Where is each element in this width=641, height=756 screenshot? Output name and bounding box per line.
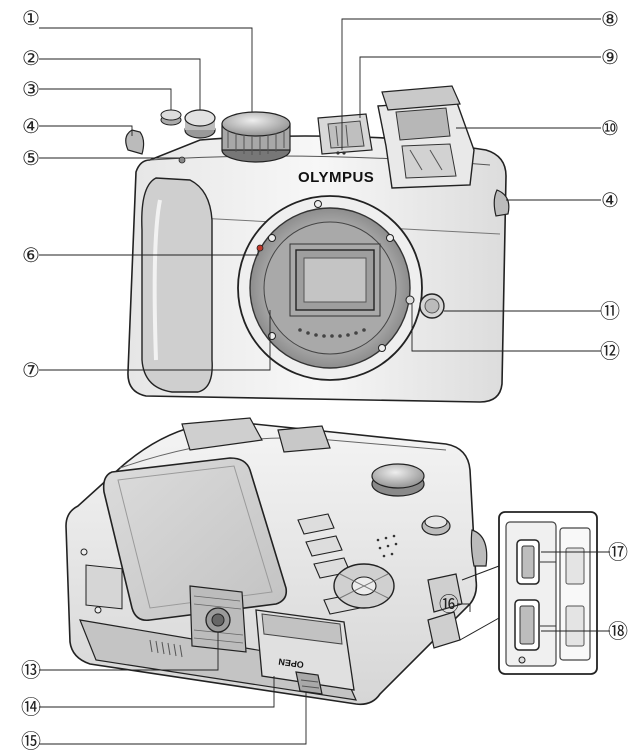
tripod-socket xyxy=(189,585,247,653)
front-view: OLYMPUS xyxy=(125,85,510,403)
strap-eyelet-back xyxy=(470,529,488,567)
callout-13: ⑬ xyxy=(21,658,41,682)
inset-pointer-bottom xyxy=(459,617,500,641)
callout-12: ⑫ xyxy=(600,339,620,363)
mode-dial xyxy=(221,111,291,163)
shutter-button xyxy=(184,109,216,139)
back-shutter-button xyxy=(421,515,451,536)
leader-16 xyxy=(457,603,471,612)
callout-9: ⑨ xyxy=(601,45,619,69)
self-timer-lamp xyxy=(178,156,186,164)
callout-8: ⑧ xyxy=(601,7,619,31)
strap-eyelet-right xyxy=(493,189,510,217)
lens-lock-pin xyxy=(405,295,415,305)
grip xyxy=(141,177,213,393)
lcd-monitor xyxy=(102,457,288,622)
brand-wordmark: OLYMPUS xyxy=(298,169,374,186)
leader-8 xyxy=(341,18,601,150)
callouts: ① ② ③ ④ ④ ⑤ ⑥ ⑦ ⑧ ⑨ ⑩ ⑪ ⑫ ⑬ ⑭ ⑮ ⑯ ⑰ ⑱ xyxy=(21,6,628,753)
leader-6 xyxy=(39,250,259,256)
lens-release-button xyxy=(419,293,445,319)
flash-unit xyxy=(377,85,475,189)
callout-2: ② xyxy=(22,46,40,70)
callout-7: ⑦ xyxy=(22,358,40,382)
grip-highlight xyxy=(152,199,162,361)
leader-14 xyxy=(39,676,275,708)
back-view: OPEN xyxy=(65,417,488,706)
microphone xyxy=(336,151,346,155)
leader-13 xyxy=(39,632,219,671)
leader-2 xyxy=(39,58,201,110)
leader-3 xyxy=(39,88,172,110)
strap-eyelet-left xyxy=(125,129,145,155)
callout-18: ⑱ xyxy=(608,619,628,643)
callout-4-front-right: ④ xyxy=(601,188,619,212)
battery-compartment-cover: OPEN xyxy=(255,609,355,691)
leader-1 xyxy=(39,27,253,112)
image-sensor xyxy=(289,243,381,317)
power-button xyxy=(160,109,182,126)
callout-4-front-left: ④ xyxy=(22,114,40,138)
callout-3: ③ xyxy=(22,77,40,101)
side-screw-2 xyxy=(94,606,102,614)
callout-16: ⑯ xyxy=(439,592,459,616)
flash-top-back xyxy=(277,425,331,453)
callout-15: ⑮ xyxy=(21,729,41,751)
leader-15 xyxy=(39,692,307,745)
leader-7 xyxy=(39,310,271,371)
callout-17: ⑰ xyxy=(608,540,628,564)
base-texture xyxy=(149,639,183,658)
callout-6: ⑥ xyxy=(22,243,40,267)
side-panel xyxy=(85,564,123,610)
callout-5: ⑤ xyxy=(22,146,40,170)
callout-10: ⑩ xyxy=(601,116,619,140)
compartment-lock xyxy=(295,671,323,695)
inset-pointer-top xyxy=(461,565,500,581)
eyecup-hump xyxy=(181,417,263,451)
inset-screw xyxy=(518,656,526,664)
leader-4a xyxy=(39,125,133,136)
arrow-pad xyxy=(333,563,395,609)
callout-1: ① xyxy=(22,6,40,30)
callout-14: ⑭ xyxy=(21,695,41,719)
mount-index-mark xyxy=(256,244,264,252)
connector-inset xyxy=(459,511,598,675)
callout-11: ⑪ xyxy=(600,299,620,323)
hdmi-connector xyxy=(514,599,556,651)
leader-9 xyxy=(359,56,601,118)
accessory-port xyxy=(317,113,373,155)
leader-lines xyxy=(39,18,610,745)
mount-contacts xyxy=(298,328,366,338)
door-open-label: OPEN xyxy=(278,657,305,670)
speaker xyxy=(376,534,398,558)
side-screw xyxy=(80,548,88,556)
usb-connector xyxy=(516,539,556,585)
back-rear-dial xyxy=(371,463,425,497)
leader-12 xyxy=(411,304,601,352)
